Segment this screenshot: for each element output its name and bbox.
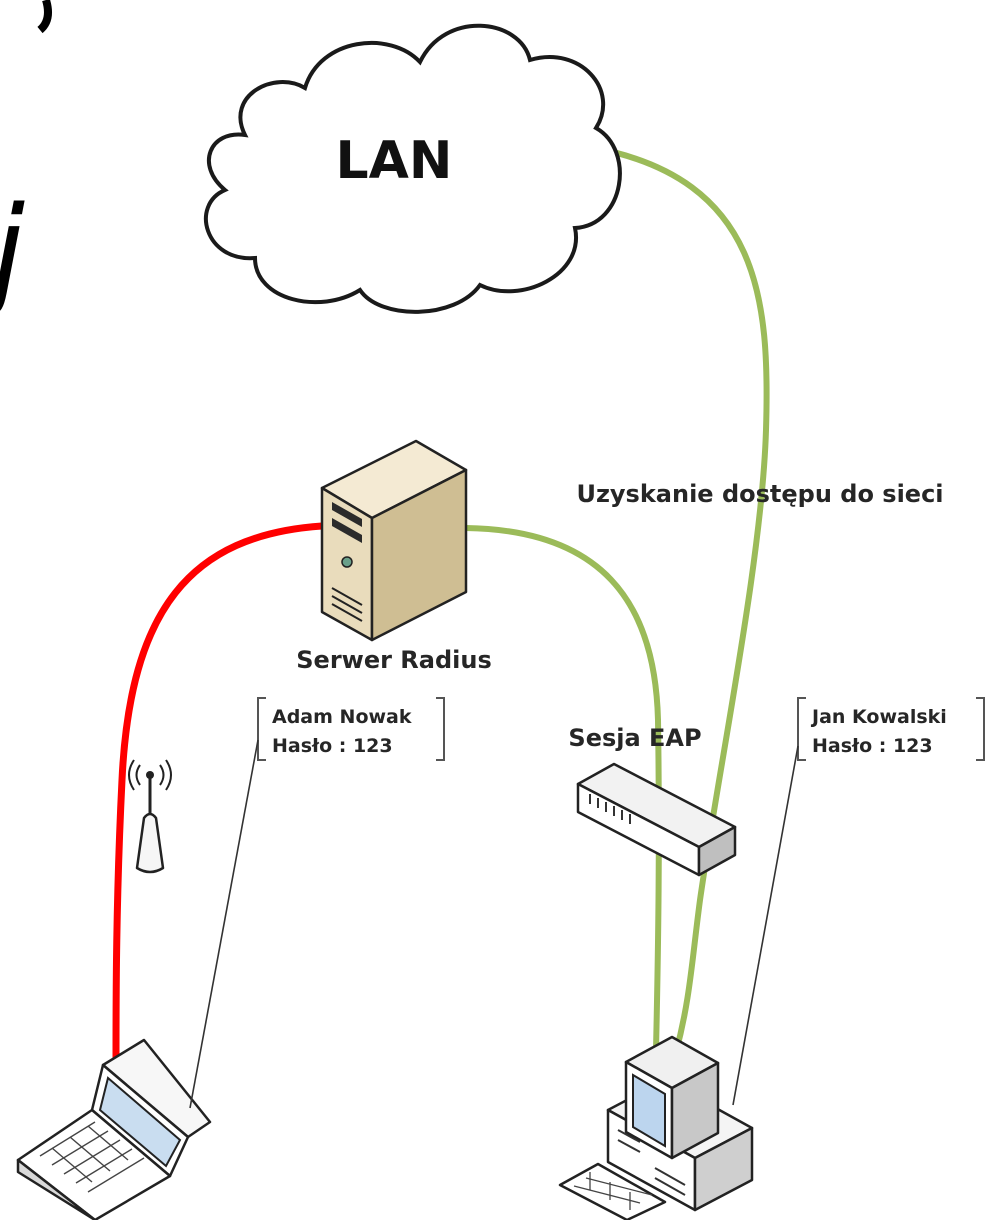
desktop-user-callout: Jan Kowalski Hasło : 123 bbox=[732, 697, 985, 1106]
access-point bbox=[128, 759, 172, 874]
callout-leader bbox=[732, 745, 799, 1106]
callout-bracket-left bbox=[257, 697, 266, 761]
link-lan-to-desktop bbox=[592, 145, 770, 1055]
desktop-user-name: Jan Kowalski bbox=[810, 706, 947, 728]
network-access-label: Uzyskanie dostępu do sieci bbox=[576, 480, 943, 508]
network-switch bbox=[576, 762, 737, 877]
desktop-user-password: Hasło : 123 bbox=[812, 735, 933, 757]
wireless-access-point-icon bbox=[128, 759, 172, 874]
callout-bracket-right bbox=[976, 697, 985, 761]
callout-bracket-right bbox=[436, 697, 445, 761]
cropped-text: ij bbox=[0, 182, 25, 321]
link-radius-to-desktop bbox=[463, 525, 662, 1053]
cloud-icon bbox=[203, 23, 622, 314]
link-laptop-to-radius bbox=[112, 522, 326, 1062]
lan-label: LAN bbox=[336, 131, 453, 191]
switch-icon bbox=[576, 762, 737, 877]
laptop-icon bbox=[16, 1038, 212, 1220]
eap-session-label: Sesja EAP bbox=[568, 724, 701, 752]
laptop bbox=[16, 1038, 212, 1220]
lan-cloud: LAN bbox=[203, 23, 622, 314]
radius-server-label: Serwer Radius bbox=[296, 646, 492, 674]
desktop-computer-icon bbox=[558, 1035, 754, 1220]
laptop-user-name: Adam Nowak bbox=[272, 706, 412, 728]
laptop-user-password: Hasło : 123 bbox=[272, 735, 393, 757]
laptop-user-callout: Adam Nowak Hasło : 123 bbox=[189, 697, 445, 1109]
radius-server: Serwer Radius bbox=[296, 439, 492, 674]
server-tower-icon bbox=[320, 439, 468, 642]
desktop-computer bbox=[558, 1035, 754, 1220]
callout-leader bbox=[189, 739, 259, 1109]
callout-bracket-left bbox=[797, 697, 806, 761]
cropped-text-fragment: ij bbox=[0, 0, 52, 321]
